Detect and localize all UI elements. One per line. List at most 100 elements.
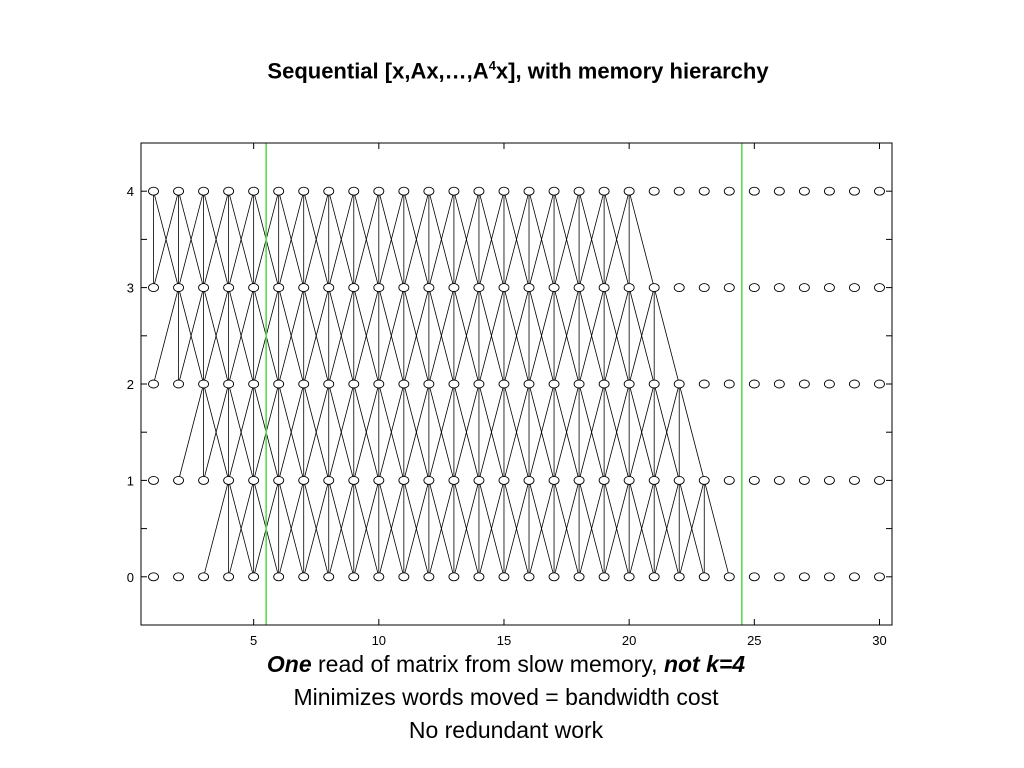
graph-node — [173, 186, 185, 196]
dependency-edge — [478, 480, 505, 577]
graph-node — [298, 186, 310, 196]
dependency-edge — [453, 287, 480, 385]
dependency-edge — [553, 383, 580, 481]
graph-node — [448, 475, 460, 485]
dependency-edge — [378, 480, 405, 577]
graph-node — [498, 186, 510, 196]
graph-node — [723, 379, 735, 389]
dependency-edge — [553, 480, 580, 577]
graph-node — [373, 283, 385, 293]
dependency-edge — [428, 191, 455, 288]
graph-node — [248, 283, 260, 293]
graph-node — [373, 572, 385, 582]
graph-node — [598, 283, 610, 293]
graph-node — [348, 186, 360, 196]
dependency-edge — [178, 287, 204, 385]
graph-node — [173, 283, 185, 293]
graph-node — [323, 186, 335, 196]
graph-node — [773, 186, 785, 196]
dependency-edge — [428, 480, 455, 577]
dependency-edge — [603, 383, 630, 481]
graph-node — [773, 572, 785, 582]
graph-node — [849, 283, 860, 293]
graph-node — [648, 379, 660, 389]
slide-title: Sequential [x,Ax,…,A4x], with memory hie… — [267, 58, 769, 84]
dependency-edge — [503, 191, 530, 288]
graph-node — [248, 475, 260, 485]
caption-line-2: Minimizes words moved = bandwidth cost — [293, 684, 719, 710]
dependency-edge — [328, 383, 355, 481]
graph-node — [648, 475, 660, 485]
dependency-edge — [653, 287, 680, 385]
graph-node — [823, 572, 835, 582]
dependency-edge — [303, 480, 330, 577]
graph-node — [298, 283, 310, 293]
dependency-edge — [303, 383, 330, 481]
graph-node — [423, 572, 435, 582]
dependency-edge — [278, 191, 305, 288]
graph-node — [623, 283, 635, 293]
graph-node — [598, 475, 610, 485]
graph-node — [173, 572, 185, 582]
graph-node — [473, 186, 485, 196]
graph-node — [173, 475, 185, 485]
dependency-edge — [278, 383, 305, 481]
graph-node — [623, 186, 635, 196]
graph-node — [298, 572, 310, 582]
graph-node — [198, 475, 210, 485]
graph-node — [573, 475, 585, 485]
graph-node — [798, 283, 810, 293]
graph-node — [498, 475, 510, 485]
graph-node — [748, 186, 760, 196]
dependency-edge — [578, 191, 605, 288]
x-tick-label: 30 — [872, 633, 886, 648]
graph-node — [798, 186, 810, 196]
graph-node — [748, 572, 760, 582]
graph-node — [823, 475, 835, 485]
graph-node — [874, 186, 885, 196]
graph-node — [498, 572, 510, 582]
dependency-edge — [478, 383, 505, 481]
graph-node — [448, 572, 460, 582]
graph-node — [273, 475, 285, 485]
graph-node — [548, 475, 560, 485]
graph-node — [573, 379, 585, 389]
y-tick-label: 1 — [127, 473, 134, 488]
graph-node — [523, 283, 535, 293]
dependency-edge — [453, 383, 480, 481]
graph-node — [573, 283, 585, 293]
x-tick-label: 10 — [372, 633, 386, 648]
graph-node — [423, 379, 435, 389]
dependency-edge — [678, 383, 705, 481]
graph-node — [673, 379, 685, 389]
graph-node — [698, 379, 710, 389]
dependency-edge — [378, 383, 405, 481]
dependency-edge — [178, 383, 204, 481]
graph-node — [248, 379, 260, 389]
caption-line-3: No redundant work — [408, 717, 604, 743]
dependency-edge — [653, 480, 680, 577]
dependency-edge — [703, 480, 730, 577]
dependency-edge — [353, 480, 380, 577]
dependency-edge — [328, 480, 355, 577]
graph-node — [148, 475, 159, 485]
graph-node — [223, 379, 235, 389]
graph-node — [698, 572, 710, 582]
graph-node — [323, 475, 335, 485]
graph-node — [748, 475, 760, 485]
dependency-edge — [678, 480, 705, 577]
graph-node — [248, 186, 260, 196]
dependency-edge — [478, 287, 505, 385]
dependency-edge — [378, 191, 405, 288]
dependency-edge — [528, 191, 555, 288]
dependency-edge — [503, 480, 530, 577]
dependency-edge — [403, 287, 430, 385]
graph-node — [348, 475, 360, 485]
dependency-edge — [653, 383, 680, 481]
graph-node — [173, 379, 185, 389]
graph-node — [874, 572, 885, 582]
graph-node — [423, 283, 435, 293]
graph-node — [398, 379, 410, 389]
graph-node — [448, 186, 460, 196]
graph-node — [223, 572, 235, 582]
